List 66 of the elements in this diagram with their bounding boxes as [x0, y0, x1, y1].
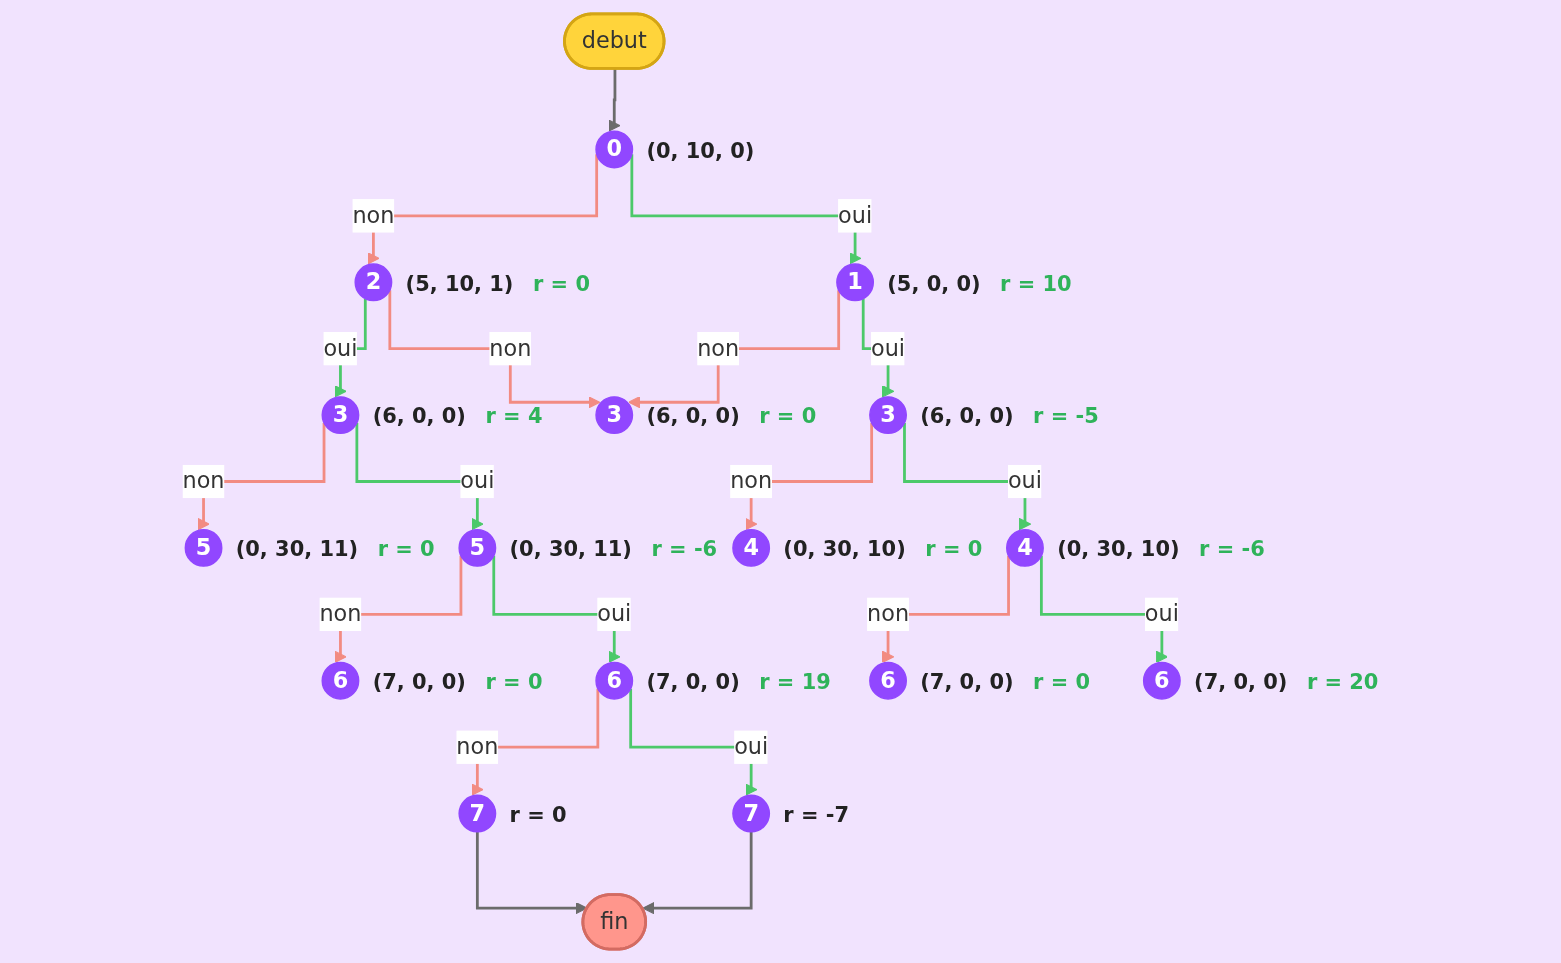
node-annotation: (7, 0, 0)	[646, 670, 740, 695]
node-annotation: (6, 0, 0)	[646, 404, 740, 429]
node-circle: 4	[1006, 528, 1044, 567]
node-annotation: (0, 10, 0)	[646, 138, 755, 163]
node-annotation: r = 0	[509, 802, 567, 827]
edge-label: non	[867, 600, 910, 627]
node-circle: 6	[321, 661, 360, 700]
edge-label: oui	[1007, 467, 1042, 495]
node-annotation: (7, 0, 0)	[920, 670, 1014, 695]
node-circle: 5	[184, 528, 223, 567]
node-circle: 6	[1142, 661, 1181, 700]
node-annotation: (5, 10, 1)	[405, 271, 514, 296]
node-circle: 2	[354, 263, 393, 302]
node-circle: 7	[458, 794, 497, 833]
node-annotation: r = 0	[1033, 670, 1091, 695]
node-annotation: r = 0	[925, 537, 983, 562]
node-annotation: r = 0	[533, 271, 590, 296]
node-circle: 7	[732, 794, 771, 833]
node-annotation: (6, 0, 0)	[920, 404, 1014, 429]
edge-label: non	[456, 733, 499, 760]
node-annotation: r = 0	[377, 537, 435, 562]
arrow	[628, 290, 841, 409]
edge-label: non	[489, 334, 532, 362]
node-circle: 4	[732, 528, 771, 567]
arrow	[388, 290, 601, 409]
node-annotation: r = -7	[783, 802, 850, 827]
node-annotation: (0, 30, 10)	[783, 537, 906, 562]
edge-label: oui	[460, 467, 495, 495]
edge-label: non	[319, 600, 362, 627]
edge-label: oui	[323, 334, 358, 362]
edge-label: non	[730, 467, 773, 495]
edge-label: oui	[1144, 600, 1179, 627]
node-annotation: r = -5	[1033, 404, 1099, 429]
node-circle: 6	[869, 661, 907, 700]
edge-label: oui	[871, 334, 906, 362]
node-annotation: r = 4	[485, 404, 543, 429]
node-annotation: (6, 0, 0)	[372, 404, 466, 429]
arrow	[642, 831, 753, 915]
edge-label: oui	[597, 600, 632, 627]
node-annotation: r = 20	[1306, 670, 1379, 695]
edge-label: oui	[734, 733, 769, 760]
node-annotation: r = 0	[485, 670, 543, 695]
node-circle: 6	[595, 661, 634, 700]
node-annotation: (7, 0, 0)	[1194, 670, 1288, 695]
node-annotation: (0, 30, 11)	[509, 537, 632, 562]
node-circle: 3	[595, 396, 634, 435]
edge-label: non	[352, 201, 395, 229]
arrow	[630, 154, 862, 265]
node-annotation: r = -6	[1199, 537, 1265, 562]
node-circle: 3	[321, 396, 360, 435]
edge-label: non	[182, 467, 225, 495]
node-circle: 3	[869, 396, 907, 435]
node-annotation: (0, 30, 11)	[235, 537, 359, 562]
node-annotation: r = 10	[1000, 271, 1072, 296]
node-annotation: r = 0	[759, 404, 817, 429]
edge-label: oui	[838, 201, 873, 229]
node-annotation: r = 19	[759, 670, 831, 695]
node-annotation: r = -6	[651, 537, 718, 562]
node-annotation: (5, 0, 0)	[887, 271, 981, 296]
node-circle: 5	[458, 528, 497, 567]
arrow	[608, 69, 621, 132]
node-annotation: (7, 0, 0)	[372, 670, 466, 695]
node-annotation: (0, 30, 10)	[1057, 537, 1180, 562]
node-circle: 0	[595, 130, 634, 169]
edge-label: non	[697, 334, 740, 362]
node-circle: 1	[836, 263, 875, 302]
